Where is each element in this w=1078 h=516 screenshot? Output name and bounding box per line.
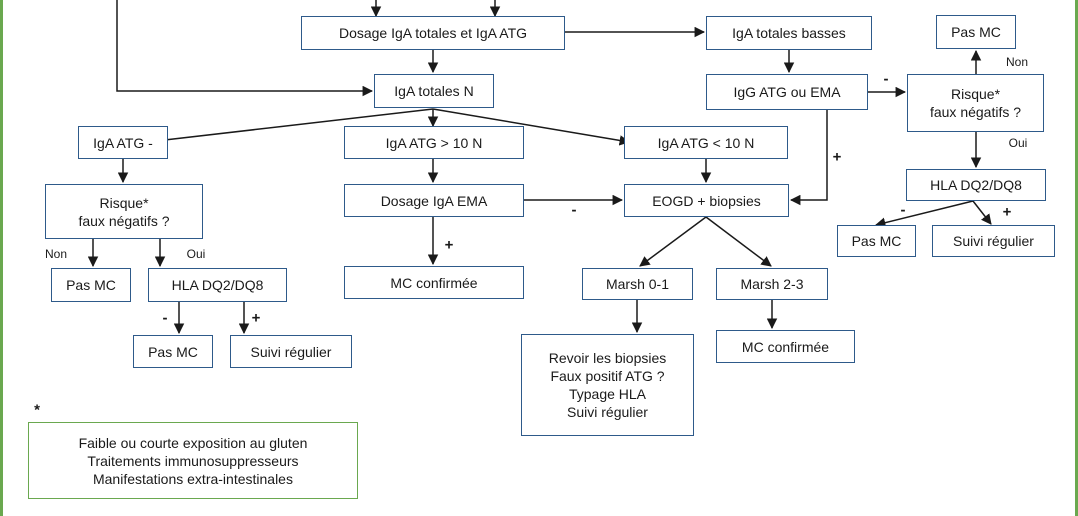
label-minus-hla-right: - — [900, 201, 906, 219]
label-minus-igg: - — [883, 70, 889, 88]
box-marsh-0-1: Marsh 0-1 — [582, 268, 693, 300]
box-pas-mc-bottom-left: Pas MC — [133, 335, 213, 368]
arrow-hla-suivi-r — [972, 200, 992, 225]
arrow-hla-pasmc-r — [874, 200, 974, 228]
arrow-eogd-marsh23 — [705, 216, 772, 267]
label-minus-hla-left: - — [162, 309, 168, 327]
label-asterisk: * — [34, 401, 40, 419]
footnote-box: Faible ou courte exposition au gluten Tr… — [28, 422, 358, 499]
box-suivi-right: Suivi régulier — [932, 225, 1055, 257]
box-mc-confirmee-mid: MC confirmée — [344, 266, 524, 299]
box-risque-right: Risque* faux négatifs ? — [907, 74, 1044, 132]
box-dosage-iga: Dosage IgA totales et IgA ATG — [301, 16, 565, 50]
label-oui-left: Oui — [186, 247, 206, 261]
box-dosage-ema: Dosage IgA EMA — [344, 184, 524, 217]
box-iga-totales-n: IgA totales N — [374, 74, 494, 108]
box-pas-mc-right: Pas MC — [837, 225, 916, 257]
arrow-eogd-marsh01 — [639, 216, 707, 267]
connector-layer — [87, 0, 992, 335]
box-pas-mc-left: Pas MC — [51, 268, 131, 302]
arrow-loop-iga-n — [116, 0, 374, 97]
box-hla-right: HLA DQ2/DQ8 — [906, 169, 1046, 201]
box-pas-mc-top: Pas MC — [936, 15, 1016, 49]
box-risque-left: Risque* faux négatifs ? — [45, 184, 203, 239]
label-plus-ema: + — [444, 236, 454, 254]
box-eogd-biopsies: EOGD + biopsies — [624, 184, 789, 217]
box-iga-totales-basses: IgA totales basses — [706, 16, 872, 50]
box-iga-atg-lt10: IgA ATG < 10 N — [624, 126, 788, 159]
label-minus-ema: - — [571, 201, 577, 219]
label-plus-igg: + — [832, 148, 842, 166]
box-revoir-biopsies: Revoir les biopsies Faux positif ATG ? T… — [521, 334, 694, 436]
label-plus-hla-right: + — [1002, 203, 1012, 221]
label-plus-hla-left: + — [251, 309, 261, 327]
label-non-left: Non — [44, 247, 68, 261]
box-iga-atg-gt10: IgA ATG > 10 N — [344, 126, 524, 159]
box-mc-confirmee-right: MC confirmée — [716, 330, 855, 363]
label-oui-right: Oui — [1008, 136, 1028, 150]
label-non-right: Non — [1005, 55, 1029, 69]
arrow-igg-eogd — [789, 110, 828, 206]
arrow-ian-neg — [154, 108, 434, 146]
box-iga-atg-neg: IgA ATG - — [78, 126, 168, 159]
box-suivi-bottom-left: Suivi régulier — [230, 335, 352, 368]
arrow-ian-lt10 — [432, 108, 631, 146]
box-hla-left: HLA DQ2/DQ8 — [148, 268, 287, 302]
box-igg-atg-ema: IgG ATG ou EMA — [706, 74, 868, 110]
box-marsh-2-3: Marsh 2-3 — [716, 268, 828, 300]
